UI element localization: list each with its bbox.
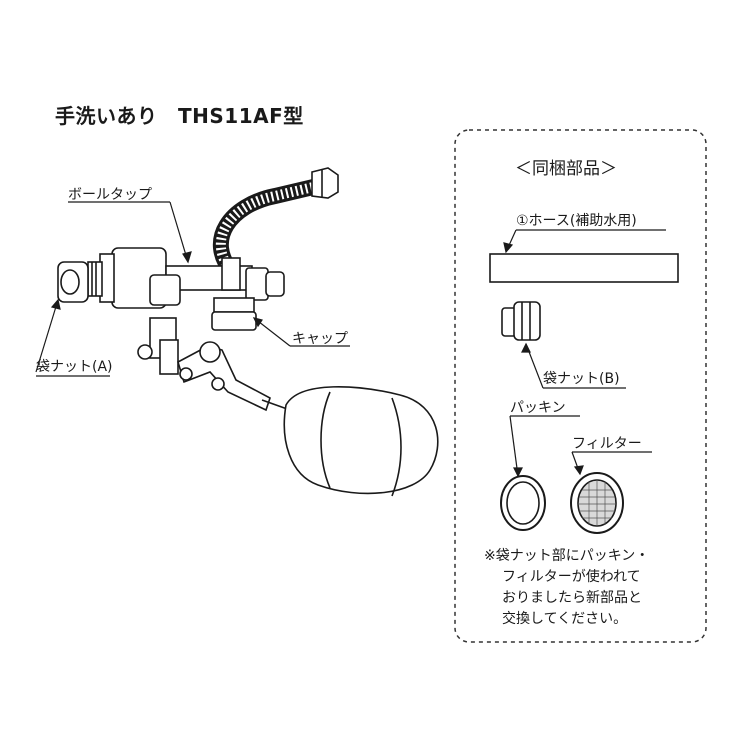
note-line: フィルターが使われて [502, 569, 641, 585]
packing-illustration [500, 475, 546, 531]
replacement-note: ※袋ナット部にパッキン・ フィルターが使われて おりましたら新部品と 交換してく… [484, 546, 649, 630]
hose-illustration [489, 253, 679, 283]
page-title: 手洗いあり THS11AF型 [55, 104, 304, 128]
filter-illustration [570, 472, 624, 534]
bag-nut-b-illustration [501, 301, 541, 341]
note-line: ※袋ナット部にパッキン・ [484, 548, 650, 564]
ball-tap-label: ボールタップ [68, 187, 152, 203]
note-line: 交換してください。 [502, 611, 628, 627]
included-parts-heading: ＜同梱部品＞ [515, 159, 617, 179]
cap-label: キャップ [292, 331, 348, 347]
bag-nut-a-label: 袋ナット(A) [36, 359, 113, 375]
note-line: おりましたら新部品と [502, 590, 642, 606]
bag-nut-b-label: 袋ナット(B) [543, 371, 620, 387]
hose-label: ①ホース(補助水用) [516, 213, 637, 229]
packing-label: パッキン [510, 400, 566, 416]
filter-label: フィルター [572, 436, 642, 452]
leader-lines [35, 201, 666, 478]
ball-tap-illustration [57, 167, 439, 497]
